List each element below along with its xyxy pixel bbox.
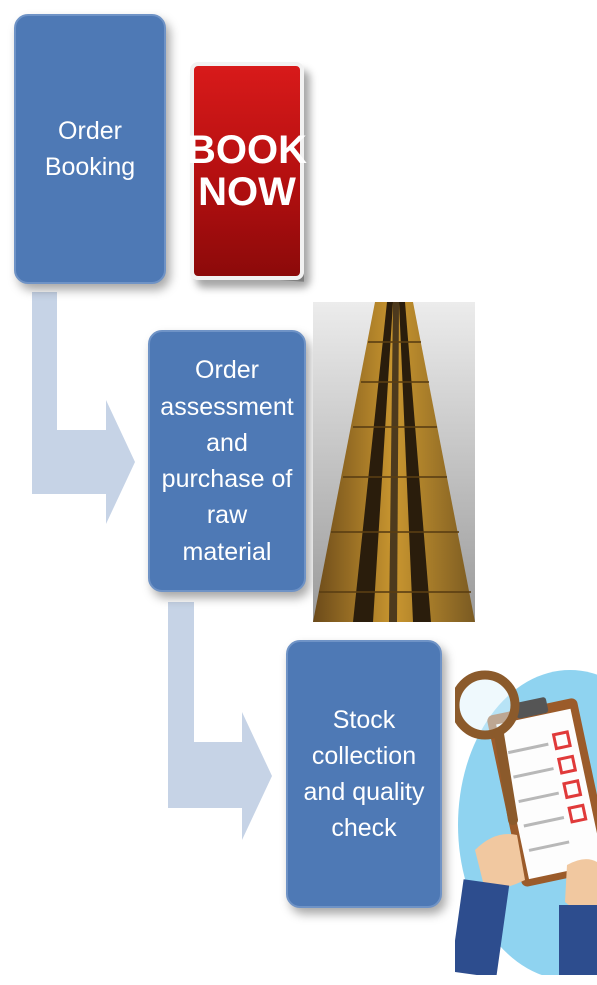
step-order-booking-label: Order Booking <box>44 116 136 181</box>
step-order-assessment-label: Order assessment and purchase of raw mat… <box>160 356 294 566</box>
step-order-booking: Order Booking <box>14 14 166 284</box>
step-stock-collection-label: Stock collection and quality check <box>303 705 425 843</box>
step-order-assessment: Order assessment and purchase of raw mat… <box>148 330 306 592</box>
gold-bars-photo <box>313 302 475 622</box>
sign-line-1: BOOK <box>187 128 307 172</box>
sign-face: BOOK NOW <box>187 62 307 280</box>
sign-line-2: NOW <box>198 170 296 214</box>
book-now-sign: BOOK NOW <box>187 62 307 284</box>
step-stock-collection: Stock collection and quality check <box>286 640 442 908</box>
magnifier-checklist-illustration <box>455 670 597 975</box>
